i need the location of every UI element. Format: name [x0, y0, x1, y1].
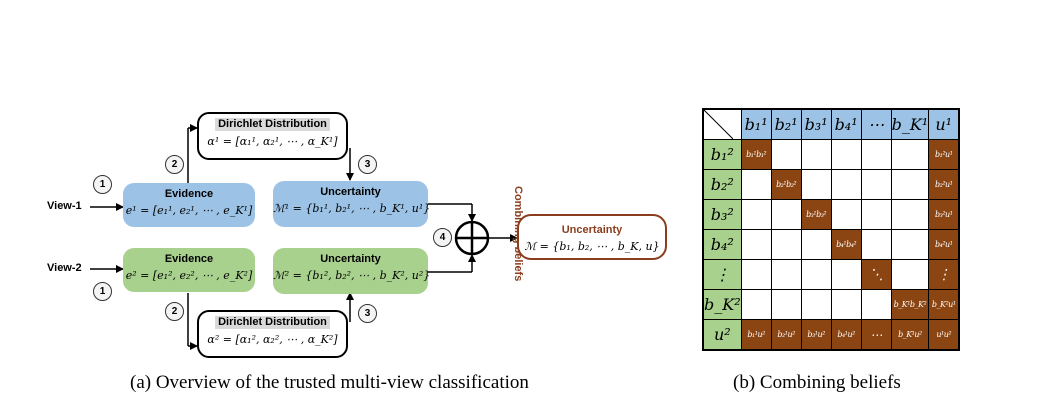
- combined-uncertainty-formula: ℳ = {b₁, b₂, ⋯ , b_K, u}: [524, 240, 660, 253]
- grid-cell: b₄¹b₄²: [830, 229, 862, 260]
- grid-cell: ⋱: [860, 259, 892, 290]
- grid-cell: [800, 229, 832, 260]
- grid-cell: [800, 139, 832, 170]
- dirichlet-top-formula: α¹ = [α₁¹, α₂¹, ⋯ , α_K¹]: [207, 135, 338, 148]
- view-1-label: View-1: [47, 200, 82, 212]
- dirichlet-top-title: Dirichlet Distribution: [215, 118, 330, 131]
- grid-cell: [770, 139, 802, 170]
- grid-cell: [890, 199, 930, 230]
- row-header: u²: [702, 319, 742, 351]
- step-3-badge: 3: [358, 304, 377, 323]
- grid-cell: b₃²u¹: [928, 199, 960, 230]
- grid-cell: b₃¹b₃²: [800, 199, 832, 230]
- oplus-icon: [454, 220, 490, 256]
- grid-cell: [830, 289, 862, 320]
- evidence-bottom-formula: e² = [e₁², e₂², ⋯ , e_K²]: [125, 269, 253, 282]
- dirichlet-bottom-title: Dirichlet Distribution: [215, 316, 330, 329]
- grid-cell: [860, 289, 892, 320]
- grid-cell: [890, 229, 930, 260]
- grid-cell: [830, 169, 862, 200]
- grid-cell: b₂²u¹: [928, 169, 960, 200]
- evidence-bottom-box: Evidence e² = [e₁², e₂², ⋯ , e_K²]: [123, 248, 255, 292]
- grid-cell: ⋮: [928, 259, 960, 290]
- grid-cell: [800, 289, 832, 320]
- grid-cell: b₁¹b₁²: [740, 139, 772, 170]
- step-1-badge: 1: [93, 282, 112, 301]
- grid-corner: [702, 108, 742, 140]
- grid-cell: [740, 229, 772, 260]
- row-header: b_K²: [702, 289, 742, 320]
- grid-cell: b₄¹u²: [830, 319, 862, 351]
- col-header: b₂¹: [770, 108, 802, 140]
- grid-cell: [740, 289, 772, 320]
- caption-b: (b) Combining beliefs: [733, 372, 901, 393]
- evidence-top-formula: e¹ = [e₁¹, e₂¹, ⋯ , e_K¹]: [125, 204, 253, 217]
- uncertainty-bottom-box: Uncertainty ℳ² = {b₁², b₂², ⋯ , b_K², u²…: [273, 248, 431, 294]
- evidence-top-title: Evidence: [164, 188, 214, 200]
- belief-combination-grid: b₁¹ b₂¹ b₃¹ b₄¹ ⋯ b_K¹ u¹ b₁² b₁¹b₁² b₁²…: [702, 108, 961, 351]
- row-header: ⋮: [702, 259, 742, 290]
- grid-cell: u¹u²: [928, 319, 960, 351]
- grid-cell: [800, 169, 832, 200]
- col-header: b₄¹: [830, 108, 862, 140]
- dirichlet-top-box: Dirichlet Distribution α¹ = [α₁¹, α₂¹, ⋯…: [197, 112, 348, 160]
- row-header: b₁²: [702, 139, 742, 170]
- grid-cell: [830, 139, 862, 170]
- grid-cell: [890, 139, 930, 170]
- grid-cell: [740, 199, 772, 230]
- step-2-badge: 2: [165, 155, 184, 174]
- col-header: u¹: [928, 108, 960, 140]
- grid-cell: b₁²u¹: [928, 139, 960, 170]
- view-2-label: View-2: [47, 262, 82, 274]
- grid-cell: [860, 139, 892, 170]
- grid-cell: b_K¹u²: [890, 319, 930, 351]
- caption-a: (a) Overview of the trusted multi-view c…: [130, 372, 529, 393]
- step-4-badge: 4: [433, 228, 452, 247]
- grid-cell: b_K¹b_K²: [890, 289, 930, 320]
- col-header: b₃¹: [800, 108, 832, 140]
- row-header: b₄²: [702, 229, 742, 260]
- grid-cell: [830, 199, 862, 230]
- row-header: b₃²: [702, 199, 742, 230]
- grid-cell: b_K²u¹: [928, 289, 960, 320]
- grid-cell: b₁¹u²: [740, 319, 772, 351]
- uncertainty-top-title: Uncertainty: [320, 186, 381, 198]
- grid-cell: b₂¹b₂²: [770, 169, 802, 200]
- col-header: ⋯: [860, 108, 892, 140]
- grid-cell: b₂¹u²: [770, 319, 802, 351]
- grid-cell: [800, 259, 832, 290]
- grid-cell: [890, 259, 930, 290]
- grid-cell: [770, 259, 802, 290]
- col-header: b_K¹: [890, 108, 930, 140]
- grid-cell: [890, 169, 930, 200]
- grid-cell: [770, 289, 802, 320]
- grid-cell: [860, 199, 892, 230]
- grid-cell: [830, 259, 862, 290]
- dirichlet-bottom-formula: α² = [α₁², α₂², ⋯ , α_K²]: [207, 333, 338, 346]
- step-3-badge: 3: [358, 155, 377, 174]
- grid-cell: ⋯: [860, 319, 892, 351]
- grid-cell: [770, 229, 802, 260]
- step-1-badge: 1: [93, 175, 112, 194]
- evidence-bottom-title: Evidence: [164, 253, 214, 265]
- uncertainty-bottom-title: Uncertainty: [320, 253, 381, 265]
- grid-cell: [860, 169, 892, 200]
- grid-cell: [770, 199, 802, 230]
- step-2-badge: 2: [165, 302, 184, 321]
- evidence-top-box: Evidence e¹ = [e₁¹, e₂¹, ⋯ , e_K¹]: [123, 183, 255, 227]
- combined-uncertainty-title: Uncertainty: [561, 224, 623, 236]
- col-header: b₁¹: [740, 108, 772, 140]
- uncertainty-bottom-formula: ℳ² = {b₁², b₂², ⋯ , b_K², u²}: [273, 269, 431, 282]
- row-header: b₂²: [702, 169, 742, 200]
- grid-cell: [740, 259, 772, 290]
- dirichlet-bottom-box: Dirichlet Distribution α² = [α₁², α₂², ⋯…: [197, 310, 348, 358]
- combined-uncertainty-box: Uncertainty ℳ = {b₁, b₂, ⋯ , b_K, u}: [517, 214, 667, 260]
- uncertainty-top-formula: ℳ¹ = {b₁¹, b₂¹, ⋯ , b_K¹, u¹}: [273, 202, 431, 215]
- grid-cell: b₄²u¹: [928, 229, 960, 260]
- grid-cell: b₃¹u²: [800, 319, 832, 351]
- grid-cell: [860, 229, 892, 260]
- uncertainty-top-box: Uncertainty ℳ¹ = {b₁¹, b₂¹, ⋯ , b_K¹, u¹…: [273, 181, 431, 227]
- grid-cell: [740, 169, 772, 200]
